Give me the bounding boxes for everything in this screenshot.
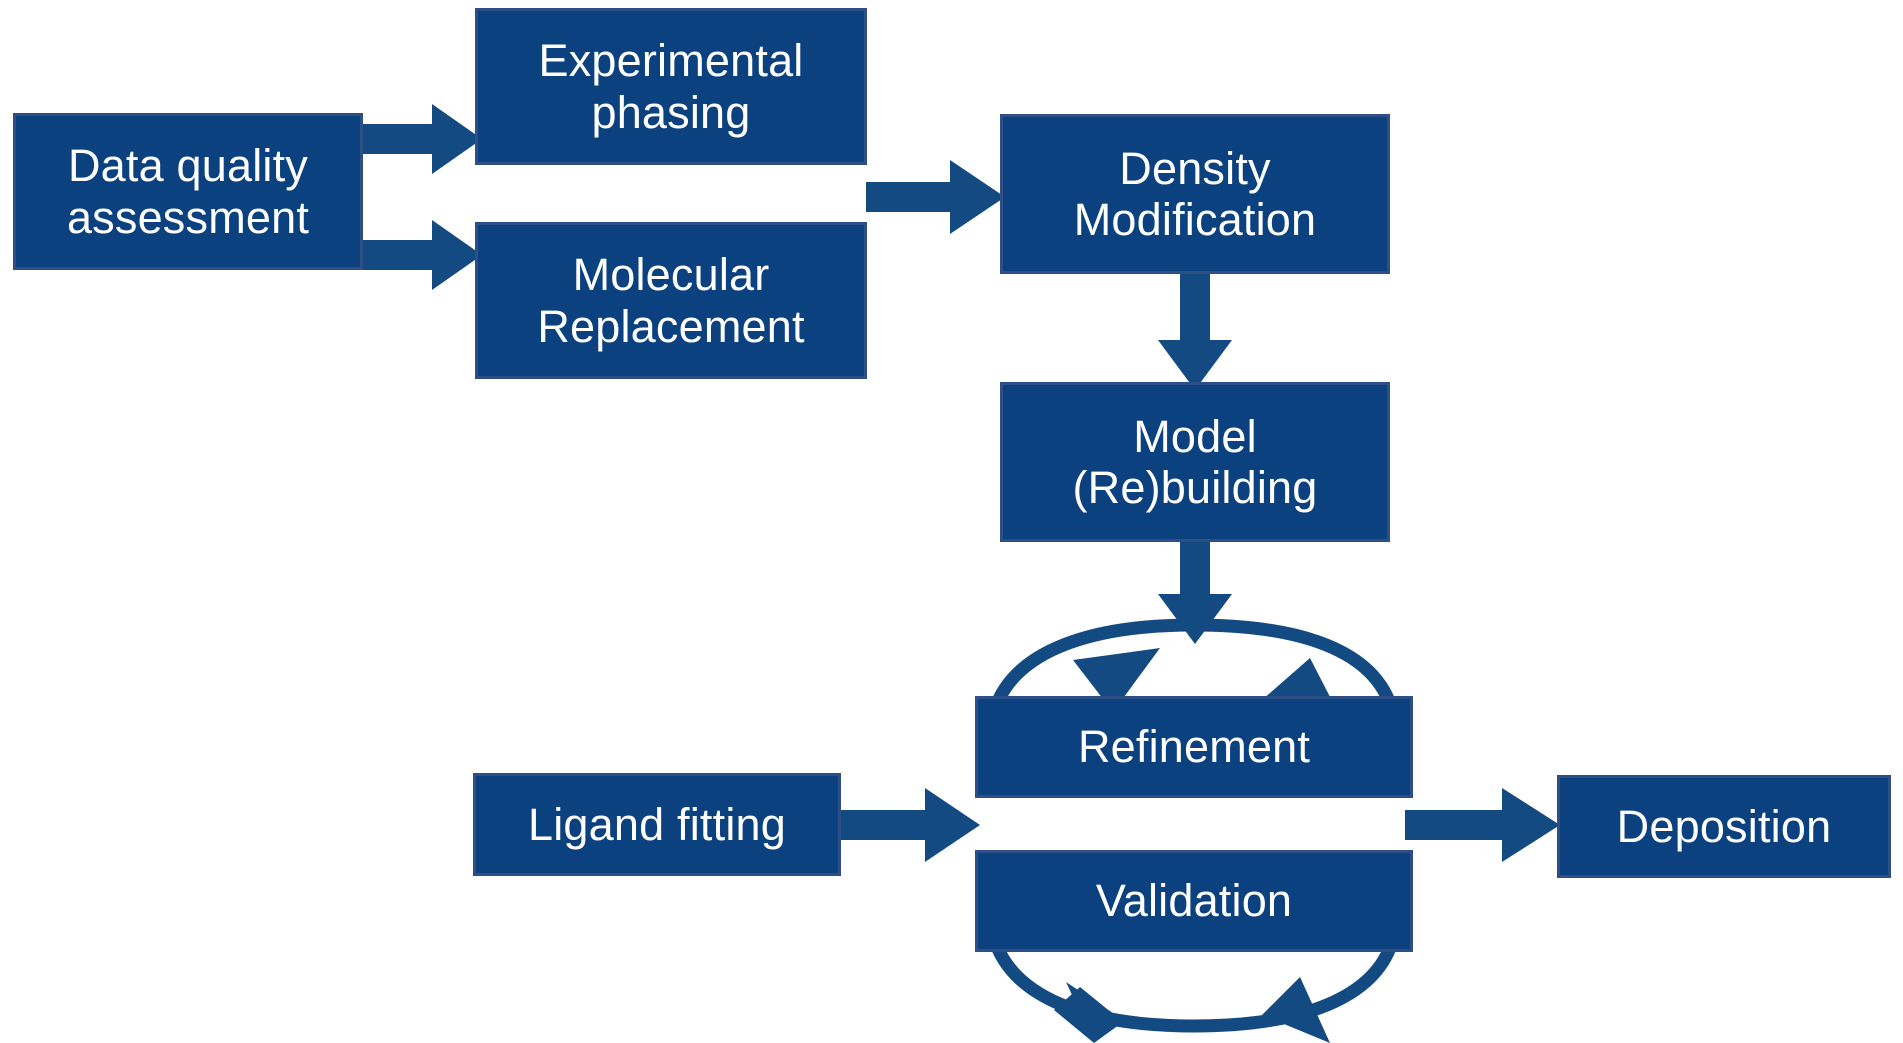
node-label: Refinement (1077, 721, 1311, 773)
node-label: Experimental phasing (538, 35, 804, 138)
node-experimental-phasing[interactable]: Experimental phasing (475, 8, 867, 165)
node-label: Ligand fitting (528, 798, 786, 850)
node-validation[interactable]: Validation (975, 850, 1413, 952)
arrow-data-quality-to-molecular-replacement (362, 220, 482, 290)
node-label: Model (Re)building (1072, 410, 1318, 513)
node-label: Molecular Replacement (537, 249, 805, 352)
node-molecular-replacement[interactable]: Molecular Replacement (475, 222, 867, 379)
node-label: Data quality assessment (66, 140, 310, 243)
node-label: Density Modification (1073, 142, 1317, 245)
arrow-data-quality-to-experimental-phasing (362, 104, 482, 174)
arrow-density-modification-to-model-rebuilding (1158, 272, 1232, 390)
node-label: Deposition (1616, 800, 1832, 852)
node-data-quality-assessment[interactable]: Data quality assessment (13, 113, 363, 270)
node-model-rebuilding[interactable]: Model (Re)building (1000, 382, 1390, 542)
cycle-arc-bottom (987, 931, 1400, 1043)
arrow-phasing-to-density-modification (866, 160, 1005, 234)
node-refinement[interactable]: Refinement (975, 696, 1413, 798)
arrow-validation-to-deposition (1405, 788, 1560, 862)
arrow-ligand-fitting-to-refinement (840, 788, 980, 862)
node-label: Validation (1095, 875, 1293, 927)
arrow-model-rebuilding-to-refinement (1158, 540, 1232, 644)
node-deposition[interactable]: Deposition (1557, 775, 1891, 878)
node-density-modification[interactable]: Density Modification (1000, 114, 1390, 274)
node-ligand-fitting[interactable]: Ligand fitting (473, 773, 841, 876)
